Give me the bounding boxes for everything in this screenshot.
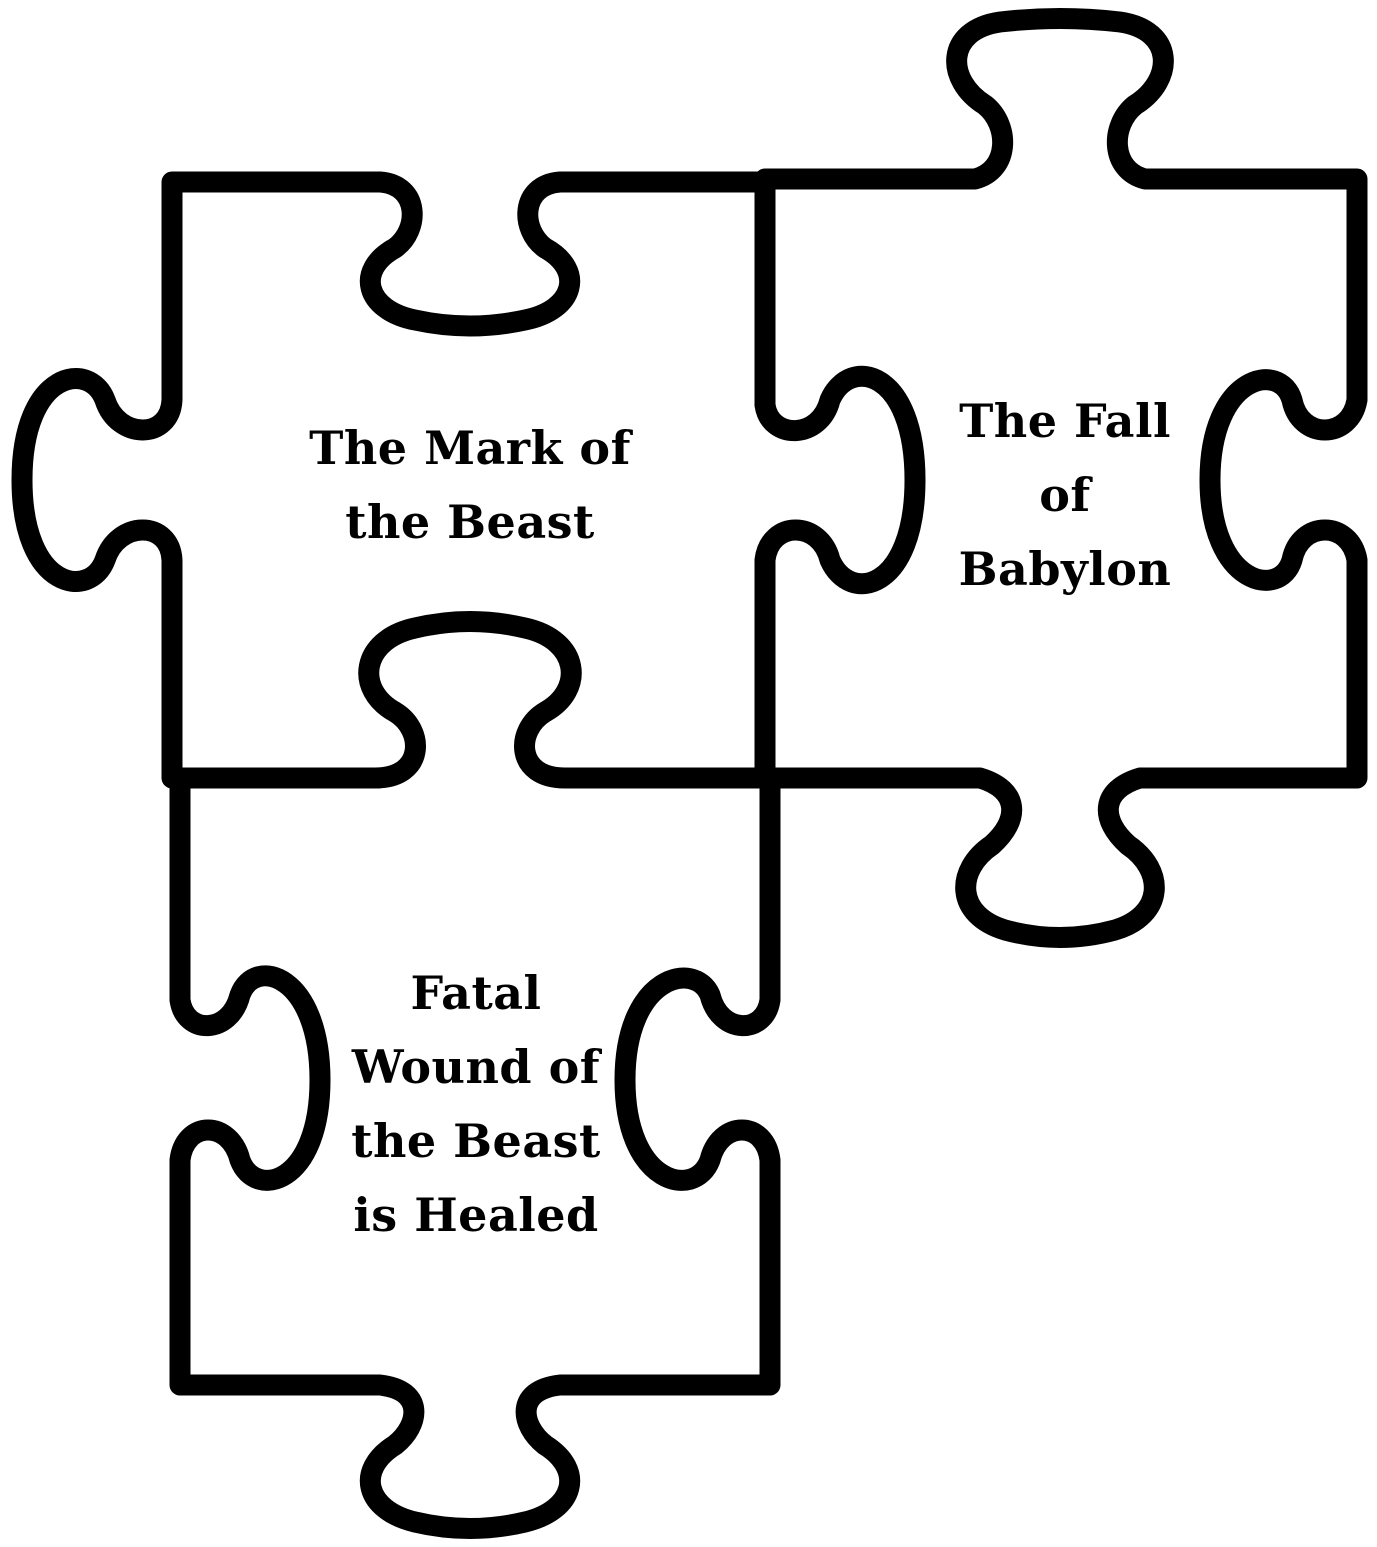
label-line: the Beast [316, 1104, 636, 1178]
label-line: is Healed [316, 1178, 636, 1252]
label-line: The Mark of [290, 411, 650, 485]
label-line: Babylon [920, 532, 1210, 606]
label-line: the Beast [290, 485, 650, 559]
piece-label-fatal-wound: Fatal Wound of the Beast is Healed [316, 956, 636, 1252]
piece-label-fall-of-babylon: The Fall of Babylon [920, 384, 1210, 606]
label-line: Fatal [316, 956, 636, 1030]
piece-label-mark-of-the-beast: The Mark of the Beast [290, 411, 650, 559]
label-line: The Fall [920, 384, 1210, 458]
label-line: of [920, 458, 1210, 532]
label-line: Wound of [316, 1030, 636, 1104]
